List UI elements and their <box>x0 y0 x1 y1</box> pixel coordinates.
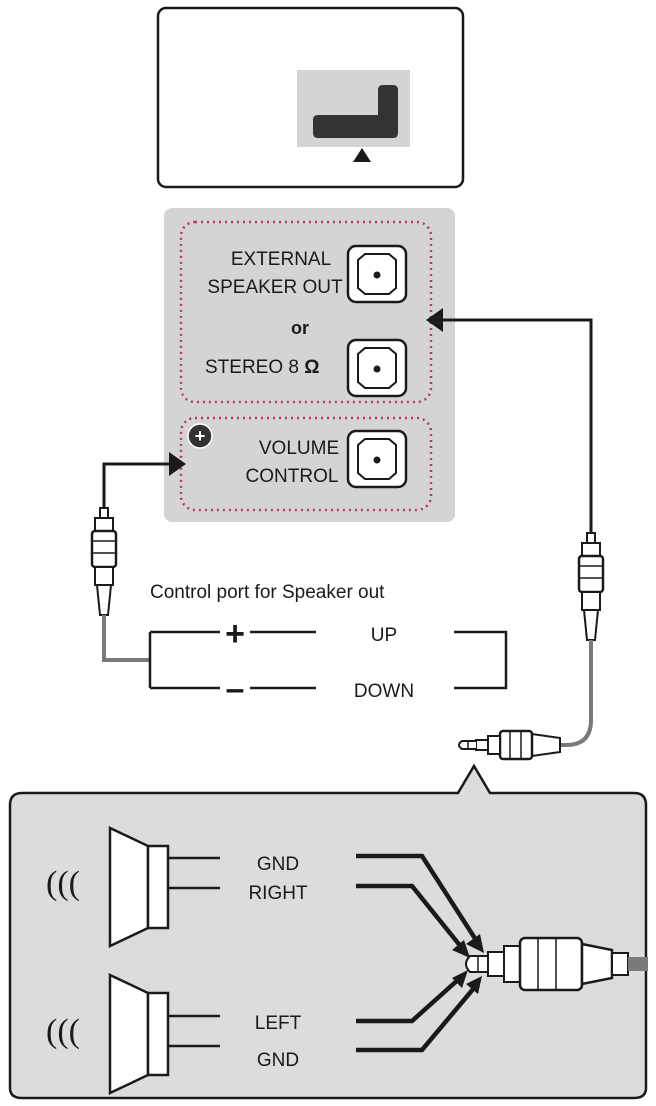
stereo-plug-icon <box>465 936 629 992</box>
gnd-bottom-label: GND <box>257 1050 299 1071</box>
gnd-top-label: GND <box>257 854 299 875</box>
volume-label-line1: VOLUME <box>259 438 339 459</box>
right-label: RIGHT <box>248 883 308 904</box>
external-label-line1: EXTERNAL <box>231 249 331 270</box>
right-signal-line <box>440 318 593 533</box>
stereo-8-ohm-jack <box>346 338 408 398</box>
stereo-label: STEREO 8 Ω <box>205 357 320 378</box>
external-label-line2: SPEAKER OUT <box>207 277 343 298</box>
mini-jack-plug-icon <box>458 729 561 761</box>
stereo-plug-cable <box>628 957 648 971</box>
down-label: DOWN <box>354 681 414 702</box>
right-speaker-icon <box>108 826 170 948</box>
up-label: UP <box>371 625 397 646</box>
left-cable <box>102 615 150 662</box>
sound-waves-top-icon: ((( <box>46 865 80 902</box>
device-port-icon <box>313 85 398 138</box>
wiring-arrows <box>356 853 478 1053</box>
sound-waves-bottom-icon: ((( <box>46 1013 80 1050</box>
left-speaker-icon <box>108 973 170 1095</box>
right-signal-arrow-icon <box>426 308 443 332</box>
wiring-callout-box <box>8 763 648 1100</box>
or-label: or <box>291 318 309 338</box>
left-signal-arrow-icon <box>169 452 186 476</box>
control-port-wiring <box>148 630 508 690</box>
left-signal-line <box>102 462 172 508</box>
plus-symbol: + <box>225 615 245 653</box>
right-cable <box>560 640 593 747</box>
volume-label-line2: CONTROL <box>246 466 339 487</box>
external-speaker-jack <box>346 244 408 304</box>
plus-badge-symbol: + <box>195 426 206 446</box>
wiring-arrowheads-icon <box>452 934 484 994</box>
left-plug-icon <box>90 507 118 616</box>
right-plug-icon <box>577 532 605 641</box>
speaker-out-group <box>179 220 433 404</box>
left-label: LEFT <box>255 1013 302 1034</box>
speaker-leads <box>168 856 220 1048</box>
ohm-symbol: Ω <box>304 357 319 378</box>
minus-symbol: – <box>226 670 245 708</box>
plus-badge-icon <box>187 423 213 449</box>
control-port-title: Control port for Speaker out <box>150 582 385 603</box>
device-port-arrow-icon <box>353 148 371 162</box>
volume-control-jack <box>346 429 408 489</box>
